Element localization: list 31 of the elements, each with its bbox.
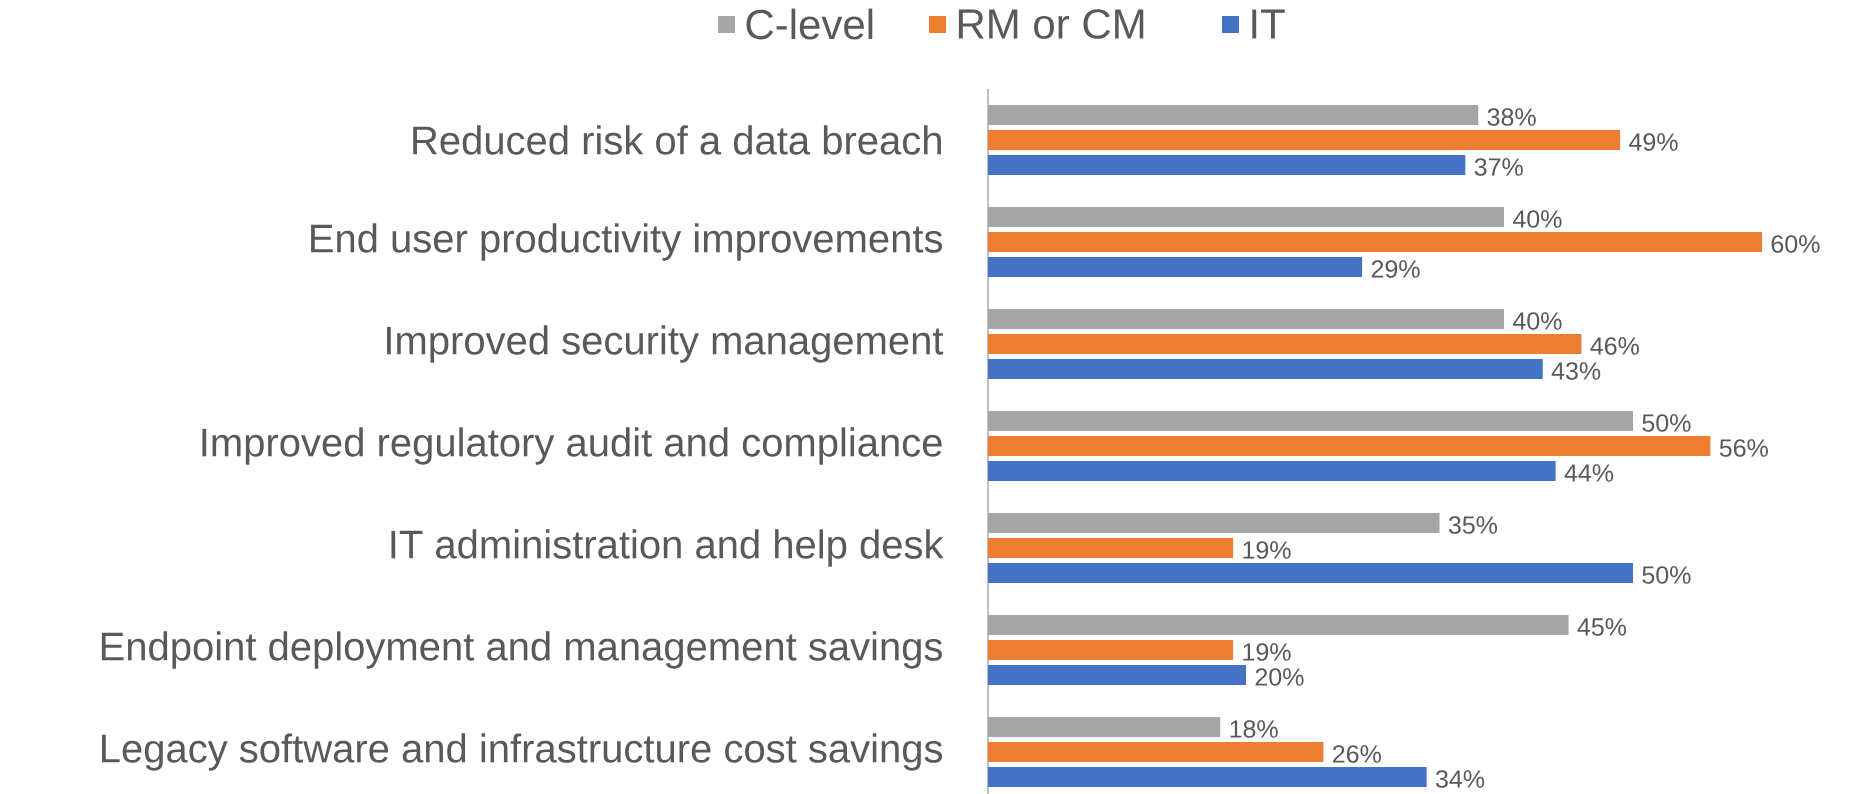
value-label: 29% [1371,260,1420,278]
category-label: Endpoint deployment and management savings [101,631,942,669]
value-label: 46% [1590,337,1639,355]
value-label: 56% [1719,439,1768,457]
value-label: 35% [1448,516,1498,534]
value-label: 34% [1435,770,1485,788]
category-label: IT administration and help desk [391,529,944,567]
value-label: 40% [1513,312,1562,330]
category-label: Improved regulatory audit and compliance [202,427,942,465]
value-label: 50% [1642,566,1691,584]
value-label: 44% [1564,464,1614,482]
value-label: 60% [1771,235,1820,253]
legend-label: IT [1252,9,1285,39]
category-label: Legacy software and infrastructure cost savings [102,733,943,771]
value-label: 19% [1243,643,1291,661]
value-label: 18% [1230,720,1278,738]
category-label: End user productivity improvements [311,223,943,261]
legend-label: C-level [746,8,873,40]
value-label: 19% [1243,541,1291,559]
value-label: 26% [1333,745,1381,763]
value-label: 45% [1577,618,1627,636]
value-label: 50% [1642,414,1691,432]
value-label: 20% [1255,668,1304,686]
value-label: 40% [1513,210,1562,228]
value-label: 43% [1551,362,1601,380]
value-label: 37% [1474,158,1523,176]
legend-label: RM or CM [958,9,1144,39]
value-label: 38% [1487,108,1536,126]
category-label: Improved security management [387,325,944,363]
category-label: Reduced risk of a data breach [413,125,941,155]
value-label: 49% [1629,133,1678,151]
